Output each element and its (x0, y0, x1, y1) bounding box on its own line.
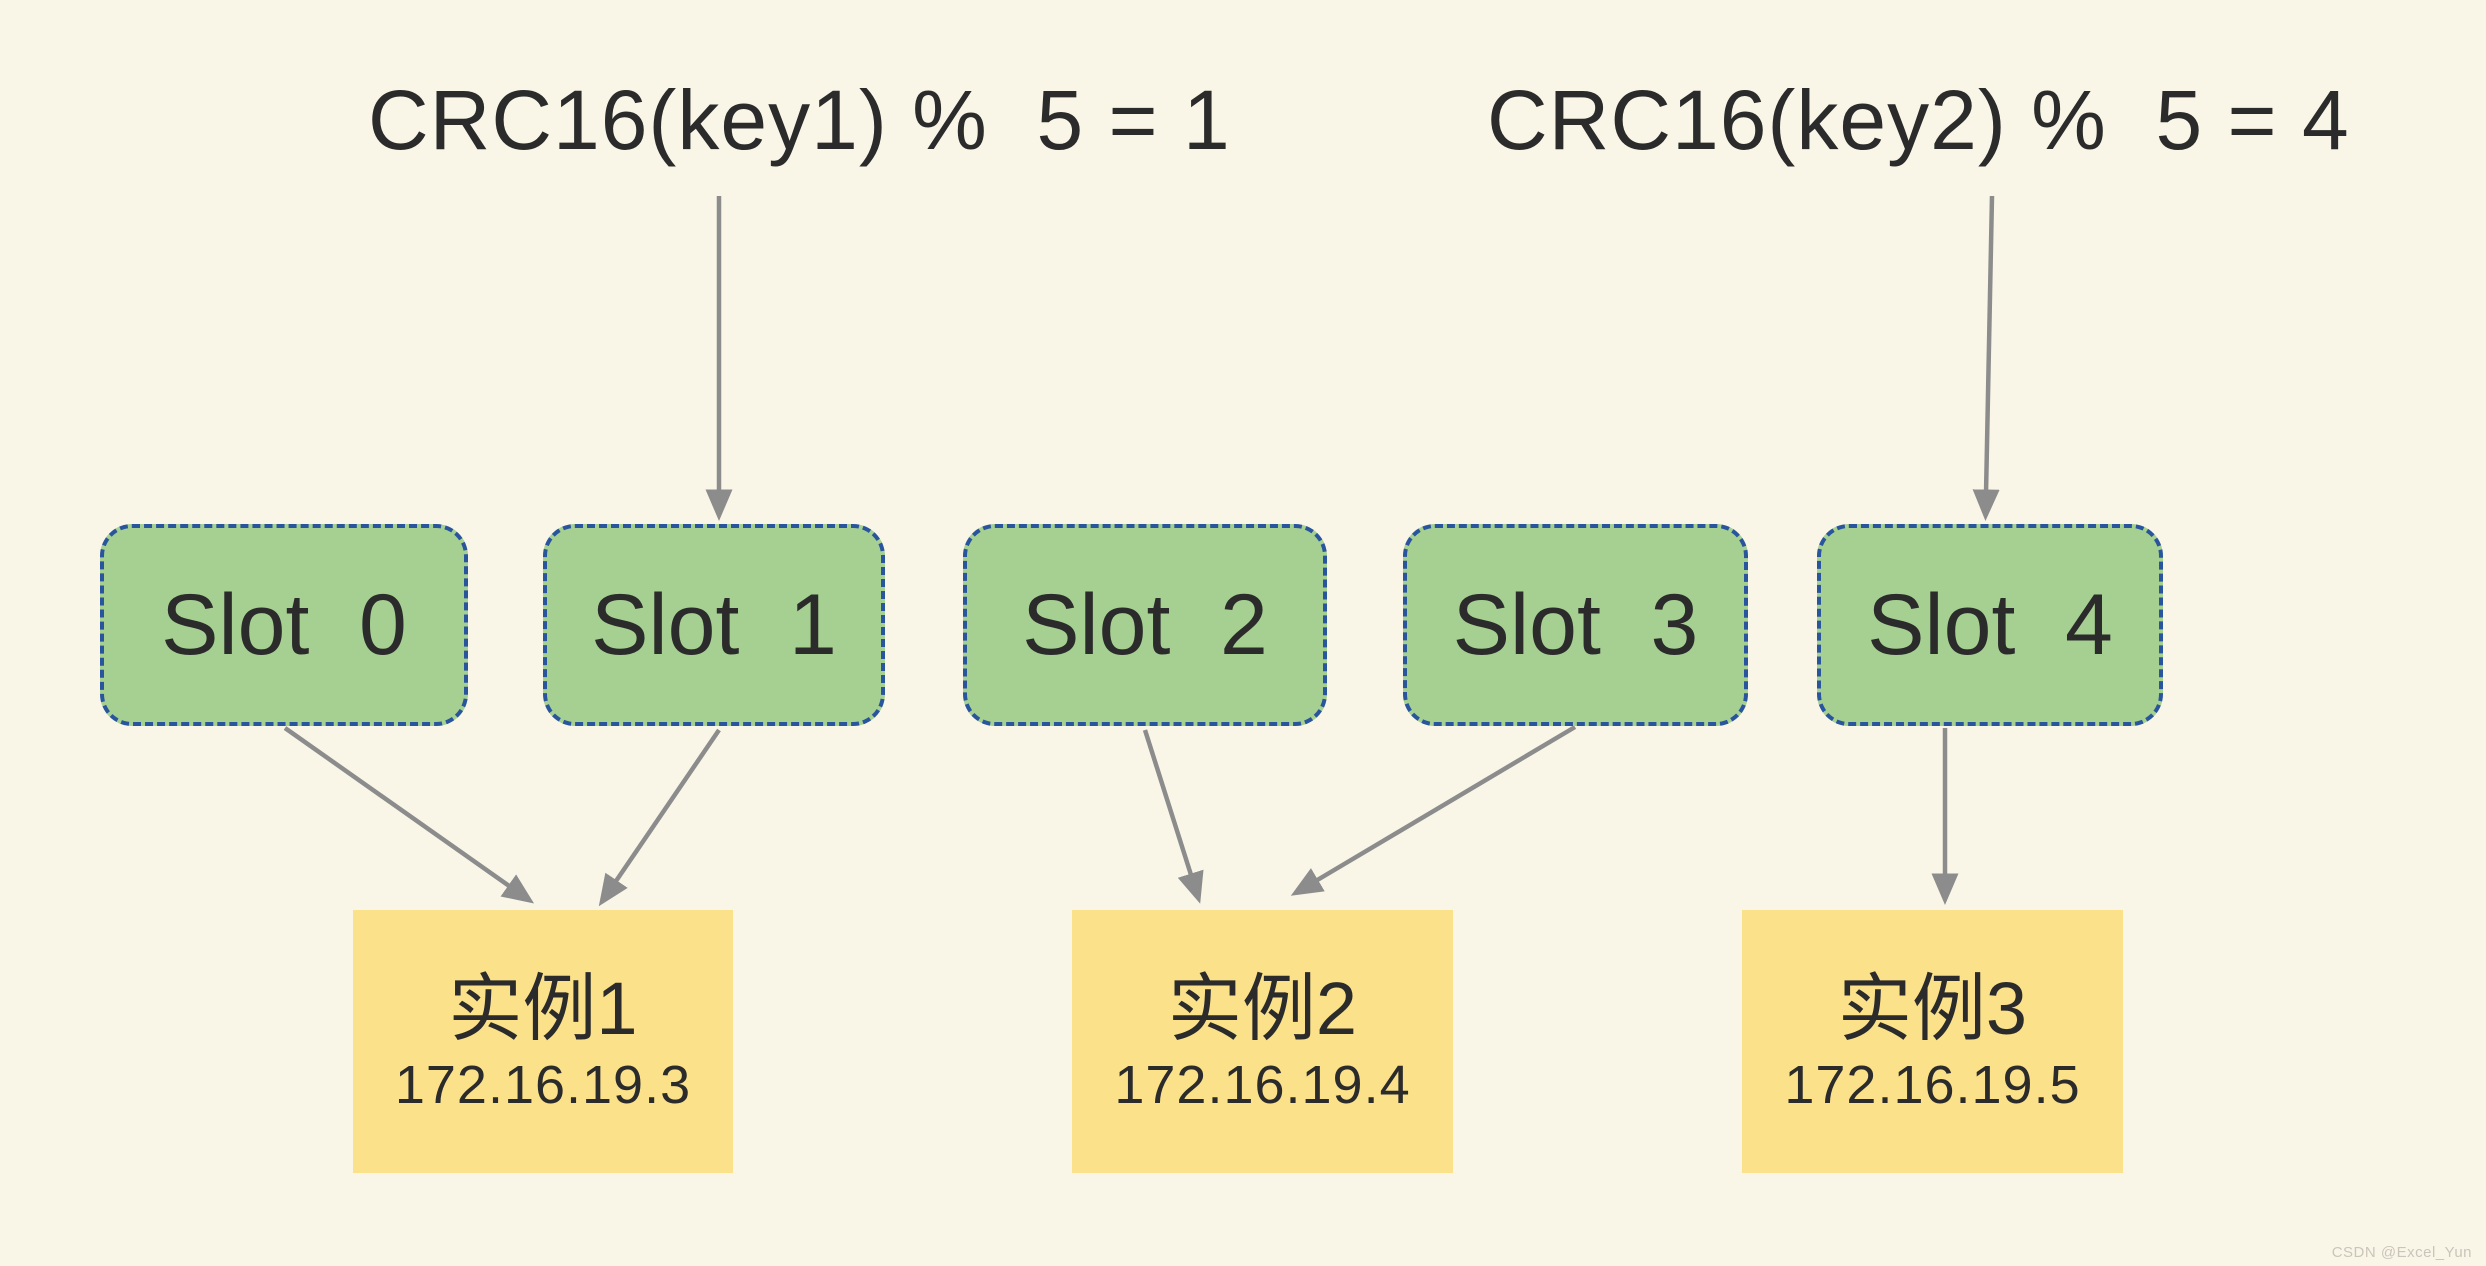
hash-formula-key2: CRC16(key2) % 5 = 4 (1487, 73, 2350, 167)
instance-1-ip: 172.16.19.3 (394, 1054, 692, 1115)
slot-1-label: Slot 1 (591, 576, 837, 673)
arrow-slot1-to-instance1 (598, 728, 721, 907)
slot-0-box: Slot 0 (100, 524, 468, 726)
instance-2-box: 实例2 172.16.19.4 (1072, 910, 1453, 1173)
instance-3-name: 实例3 (1837, 967, 2028, 1051)
csdn-watermark: CSDN @Excel_Yun (2331, 1244, 2472, 1261)
slot-4-box: Slot 4 (1817, 524, 2163, 726)
slot-0-label: Slot 0 (161, 576, 407, 673)
instance-1-name: 实例1 (448, 967, 638, 1051)
instance-3-box: 实例3 172.16.19.5 (1742, 910, 2123, 1173)
slot-2-label: Slot 2 (1022, 576, 1268, 673)
instance-3-ip: 172.16.19.5 (1784, 1054, 2081, 1115)
arrow-slot2-to-instance2 (1142, 729, 1204, 904)
arrow-slot3-to-instance2 (1290, 725, 1577, 896)
slot-3-label: Slot 3 (1452, 576, 1699, 673)
instance-1-box: 实例1 172.16.19.3 (353, 910, 733, 1173)
arrow-key2-to-slot4 (1972, 195, 2000, 521)
slot-2-box: Slot 2 (963, 524, 1327, 726)
slot-1-box: Slot 1 (543, 524, 885, 726)
instance-2-ip: 172.16.19.4 (1114, 1054, 1411, 1115)
hash-formula-key1: CRC16(key1) % 5 = 1 (368, 73, 1231, 167)
arrow-slot0-to-instance1 (283, 726, 535, 904)
slot-4-label: Slot 4 (1867, 576, 2113, 673)
slot-3-box: Slot 3 (1403, 524, 1748, 726)
instance-2-name: 实例2 (1167, 967, 1358, 1051)
